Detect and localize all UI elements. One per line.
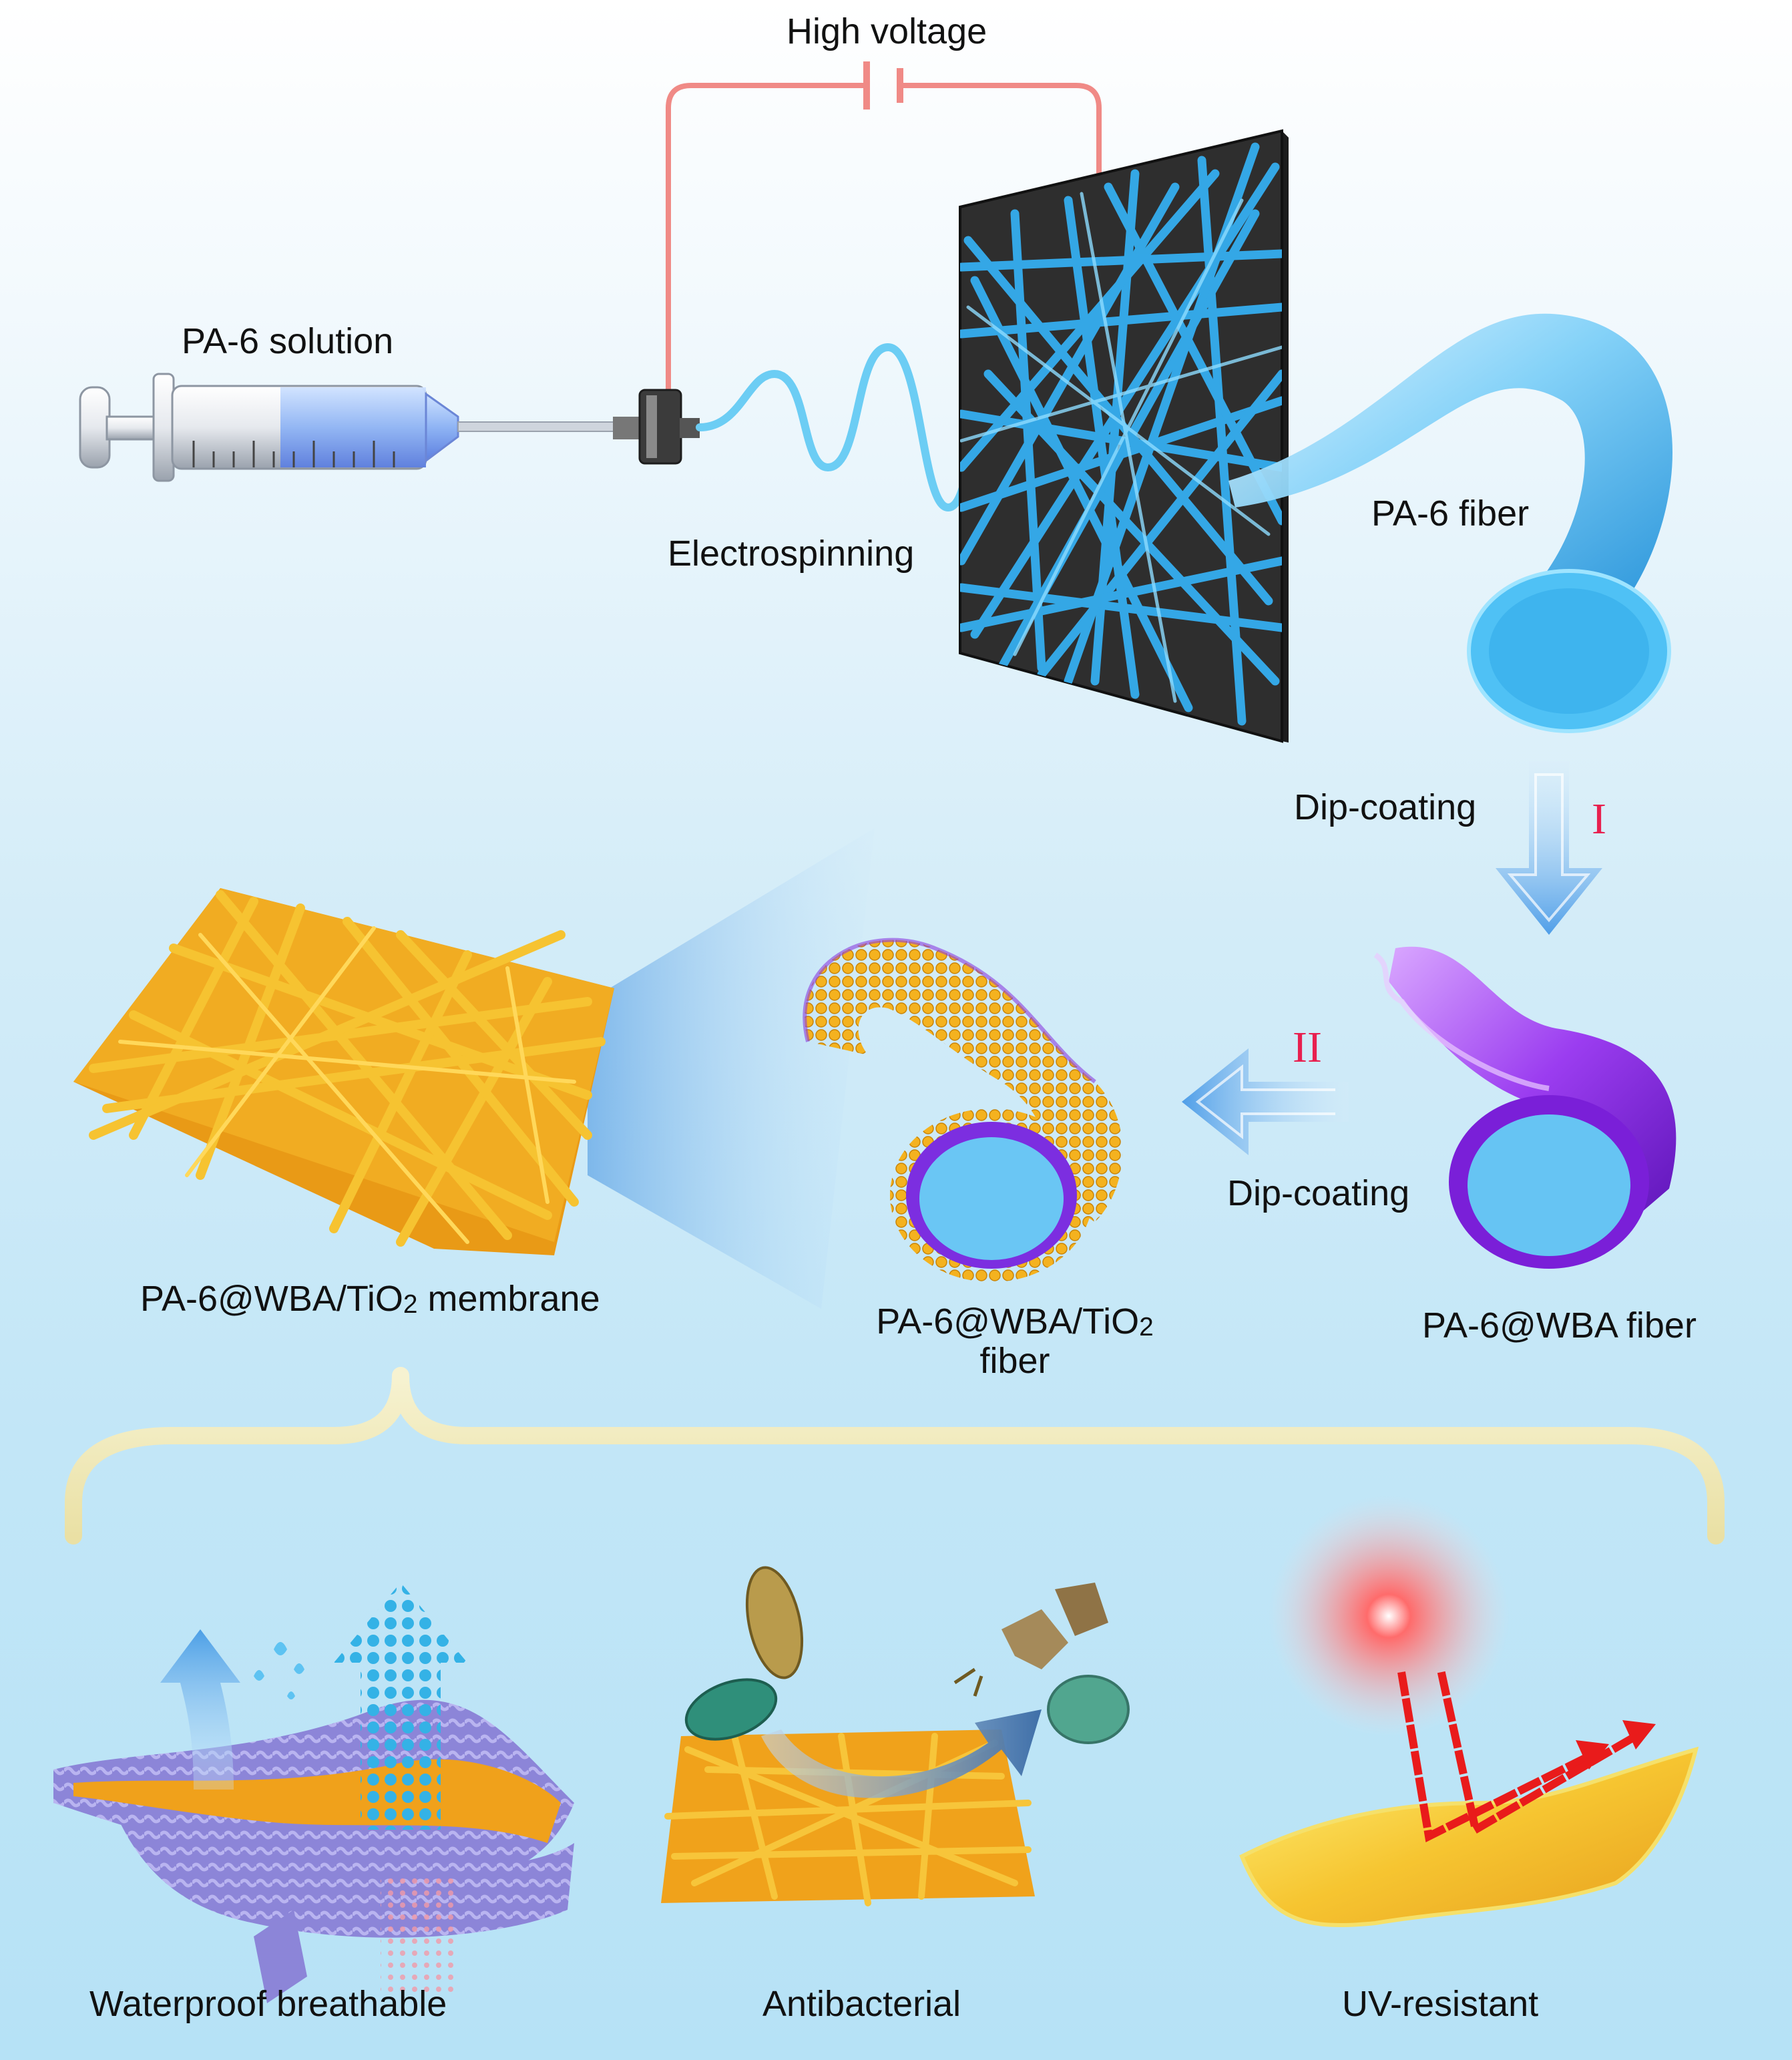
waterproof-breathable-illustration — [53, 1583, 574, 2003]
collector-panel — [959, 129, 1289, 743]
uv-resistant-illustration — [1239, 1496, 1699, 1928]
uv-resistant-label: UV-resistant — [1342, 1984, 1539, 2024]
wba-fiber-tube — [1373, 946, 1676, 1269]
syringe-icon — [79, 373, 619, 482]
dip-coating-label-1: Dip-coating — [1294, 787, 1477, 827]
magnification-fan — [588, 828, 875, 1309]
tio2-membrane-label: PA-6@WBA/TiO2 membrane — [140, 1279, 600, 1319]
pa6-solution-label: PA-6 solution — [182, 321, 394, 361]
high-voltage-label: High voltage — [787, 11, 987, 51]
tio2-membrane — [73, 888, 614, 1255]
electrospinning-label: Electrospinning — [668, 534, 915, 574]
dip-coating-arrow-down — [1496, 761, 1602, 935]
pa6-fiber-label: PA-6 fiber — [1371, 493, 1530, 534]
antibacterial-label: Antibacterial — [762, 1984, 961, 2024]
tio2-fiber-label: PA-6@WBA/TiO2 fiber — [828, 1301, 1202, 1382]
dip-coating-arrow-left — [1182, 1048, 1349, 1155]
spinneret-icon — [613, 389, 700, 465]
high-voltage-circuit — [666, 61, 1102, 394]
waterproof-breathable-label: Waterproof breathable — [89, 1984, 447, 2024]
properties-brace — [65, 1367, 1725, 1544]
step-2-label: II — [1293, 1023, 1322, 1072]
electrospinning-jet — [696, 343, 985, 512]
tio2-fiber-label-line1: PA-6@WBA/TiO2 — [876, 1301, 1154, 1342]
wba-fiber-label: PA-6@WBA fiber — [1422, 1305, 1697, 1346]
dip-coating-label-2: Dip-coating — [1227, 1173, 1410, 1213]
step-1-label: I — [1592, 795, 1606, 843]
tio2-fiber-tube — [803, 938, 1123, 1282]
tio2-fiber-label-line2: fiber — [979, 1341, 1050, 1382]
antibacterial-illustration — [661, 1566, 1130, 1906]
pa6-fiber-tube — [1228, 313, 1672, 733]
